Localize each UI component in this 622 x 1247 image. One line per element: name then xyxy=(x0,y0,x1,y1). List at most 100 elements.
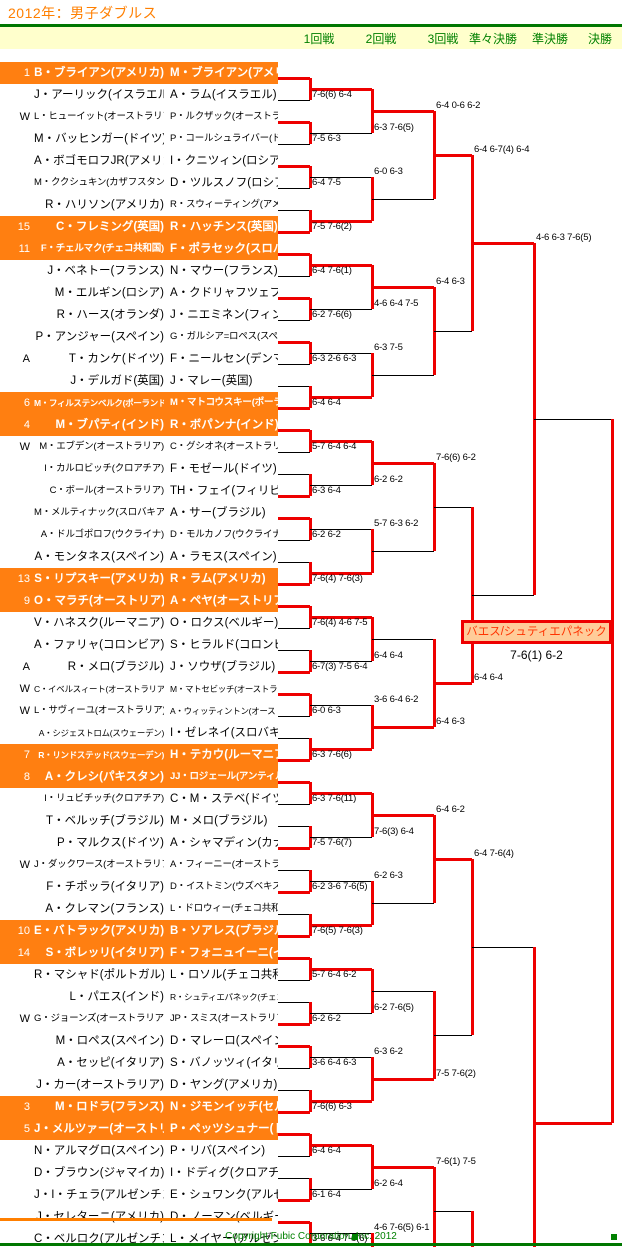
bracket-connector xyxy=(611,419,614,1123)
bracket-connector xyxy=(310,264,372,267)
bracket-connector xyxy=(472,242,534,245)
player-name-second: P・ペッツシュナー(ドイツ) xyxy=(170,1123,278,1135)
seed-number: W xyxy=(19,441,30,453)
player-name-first: M・フィルステンベルク(ポーランド) xyxy=(34,398,164,408)
player-name-second: TH・フェイ(フィリピン) xyxy=(170,485,278,497)
player-row: WJ・ダックワース(オーストラリア)A・フィーニー(オーストラリア) xyxy=(0,854,278,876)
player-name-second: A・ペヤ(オーストリア) xyxy=(170,595,278,607)
bracket-connector xyxy=(278,341,310,344)
player-name-second: A・ウィッティントン(オーストラリア) xyxy=(170,706,278,716)
player-name-second: A・サー(ブラジル) xyxy=(170,507,266,519)
player-row: AT・カンケ(ドイツ)F・ニールセン(デンマーク) xyxy=(0,348,278,370)
player-row: A・ボゴモロフJR(アメリカ)I・クニツィン(ロシア) xyxy=(0,150,278,172)
bracket-connector xyxy=(310,748,372,751)
match-score: 6-4 6-2 xyxy=(436,804,465,815)
bracket-connector xyxy=(372,286,434,289)
bracket-connector xyxy=(278,1090,310,1091)
bracket-connector xyxy=(534,1122,612,1125)
player-row: 11F・チェルマク(チェコ共和国)F・ポラセック(スロバキア) xyxy=(0,238,278,260)
bracket-connector xyxy=(278,914,310,915)
player-name-first: F・チポッラ(イタリア) xyxy=(46,881,164,893)
player-row: R・ハリソン(アメリカ) R・スウィーティング(アメリカ) xyxy=(0,194,278,216)
player-name-first: J・セレターニ(アメリカ) xyxy=(36,1211,164,1223)
seed-number: 13 xyxy=(17,573,30,585)
bracket-connector xyxy=(372,375,434,376)
match-score: 6-2 6-2 xyxy=(312,1013,341,1024)
player-row: WL・サヴィーユ(オーストラリア)A・ウィッティントン(オーストラリア) xyxy=(0,700,278,722)
round-label-4: 準々決勝 xyxy=(468,32,517,46)
player-name-first: I・リュビチッチ(クロアチア) xyxy=(44,793,164,804)
bracket-connector xyxy=(278,716,310,717)
round-label-2: 2回戦 xyxy=(365,32,397,46)
player-name-first: R・ハリソン(アメリカ) xyxy=(45,199,164,211)
bracket-connector xyxy=(278,297,310,300)
bracket-connector xyxy=(278,628,310,629)
player-row: P・マルクス(ドイツ)A・シャマディン(カナダ) xyxy=(0,832,278,854)
player-name-first: J・ベネトー(フランス) xyxy=(47,265,164,277)
player-row: R・マシャド(ポルトガル)L・ロソル(チェコ共和国) xyxy=(0,964,278,986)
player-row: T・ベルッチ(ブラジル)M・メロ(ブラジル) xyxy=(0,810,278,832)
bracket-connector xyxy=(278,847,310,850)
bracket-connector xyxy=(278,759,310,762)
bracket-connector xyxy=(278,429,310,432)
bracket-connector xyxy=(310,1100,372,1103)
player-name-second: S・バノッツィ(イタリア) xyxy=(170,1057,278,1069)
player-name-first: C・ベルロク(アルゼンチン) xyxy=(34,1233,164,1245)
footer-divider xyxy=(0,1243,622,1246)
match-score: 6-2 6-2 xyxy=(374,474,403,485)
bracket-connector xyxy=(278,1221,310,1224)
bracket-connector xyxy=(278,671,310,674)
bracket-connector xyxy=(278,231,310,234)
bracket-connector xyxy=(278,165,310,168)
player-name-first: L・ヒューイット(オーストラリア) xyxy=(34,111,164,122)
bracket-connector xyxy=(278,583,310,586)
match-score: 6-7(3) 7-5 6-4 xyxy=(312,661,368,672)
bracket-connector xyxy=(278,891,310,894)
player-row: J・ベネトー(フランス) N・マウー(フランス) xyxy=(0,260,278,282)
player-name-second: C・グシオネ(オーストラリア) xyxy=(170,441,278,452)
player-row: J・カー(オーストラリア)D・ヤング(アメリカ) xyxy=(0,1074,278,1096)
top-divider xyxy=(0,24,622,27)
player-row: 1B・ブライアン(アメリカ)M・ブライアン(アメリカ) xyxy=(0,62,278,84)
bracket-connector xyxy=(278,562,310,563)
player-name-first: C・ボール(オーストラリア) xyxy=(49,485,164,496)
bracket-connector xyxy=(278,364,310,365)
match-score: 6-4 7-6(1) xyxy=(312,265,352,276)
player-row: M・ロペス(スペイン)D・マレーロ(スペイン) xyxy=(0,1030,278,1052)
player-name-second: N・マウー(フランス) xyxy=(170,265,278,277)
player-name-first: M・ククシュキン(カザフスタン) xyxy=(34,177,164,188)
player-name-second: A・シャマディン(カナダ) xyxy=(170,837,278,849)
player-row: M・メルティナック(スロバキア)A・サー(ブラジル) xyxy=(0,502,278,524)
seed-number: W xyxy=(19,859,30,871)
bracket-connector xyxy=(278,605,310,608)
match-score: 7-6(6) 6-4 xyxy=(312,89,352,100)
match-score: 6-3 6-4 xyxy=(312,485,341,496)
bracket-connector xyxy=(310,353,372,354)
round-header-band xyxy=(0,27,622,49)
bracket-connector xyxy=(310,1144,372,1147)
bracket-connector xyxy=(278,320,310,321)
bracket-connector xyxy=(434,1211,472,1212)
bracket-connector xyxy=(434,858,472,861)
player-name-first: G・ジョーンズ(オーストラリア) xyxy=(34,1013,164,1024)
player-name-first: P・アンジャー(スペイン) xyxy=(35,331,165,343)
bracket-connector xyxy=(278,935,310,938)
player-name-second: L・メイヤー(アルゼンチン) xyxy=(170,1233,278,1245)
seed-number: 4 xyxy=(23,419,30,431)
match-score: 7-6(3) 6-4 xyxy=(374,826,414,837)
bracket-connector xyxy=(278,980,310,981)
player-name-second: R・スウィーティング(アメリカ) xyxy=(170,199,278,210)
match-score: 7-5 7-6(7) xyxy=(312,837,352,848)
bracket-connector xyxy=(372,199,434,200)
player-row: A・モンタネス(スペイン)A・ラモス(スペイン) xyxy=(0,546,278,568)
bracket-connector xyxy=(310,309,372,310)
player-name-second: F・ポラセック(スロバキア) xyxy=(170,243,278,255)
match-score: 5-7 6-3 6-2 xyxy=(374,518,419,529)
player-row: I・カルロビッチ(クロアチア)F・モゼール(ドイツ) xyxy=(0,458,278,480)
match-score: 7-6(1) 7-5 xyxy=(436,1156,476,1167)
seed-number: W xyxy=(19,683,30,695)
player-name-first: A・モンタネス(スペイン) xyxy=(34,551,164,563)
player-name-second: M・メロ(ブラジル) xyxy=(170,815,268,827)
bracket-connector xyxy=(310,396,372,399)
bracket-connector xyxy=(278,738,310,739)
